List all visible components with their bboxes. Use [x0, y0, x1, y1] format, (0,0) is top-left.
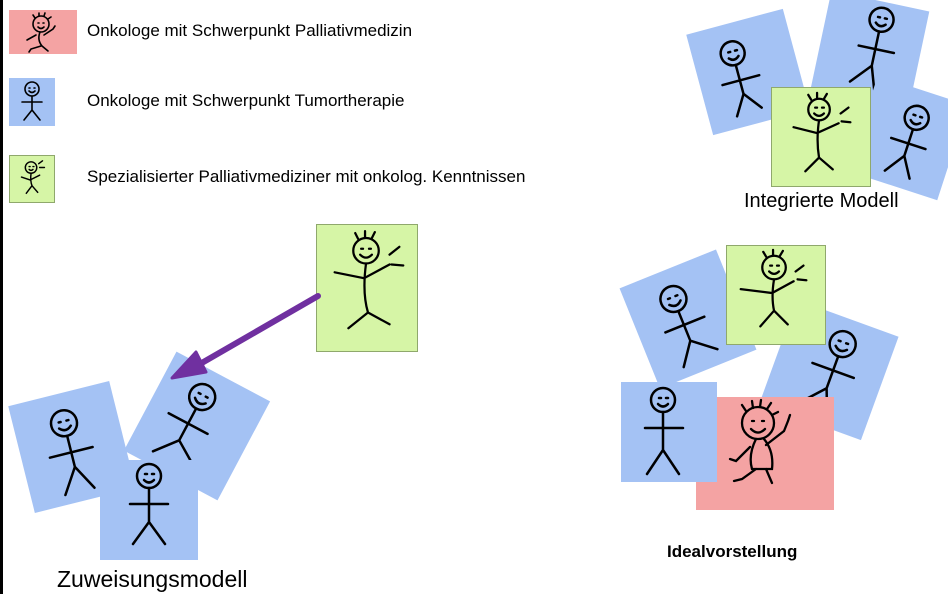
happy-figure-icon [333, 230, 405, 330]
ideal-model-label: Idealvorstellung [667, 542, 798, 561]
legend-green-card [9, 155, 55, 203]
stick-figure-icon [719, 40, 763, 118]
referral-blue-card-front [100, 460, 198, 560]
happy-figure-icon [739, 248, 808, 328]
stick-figure-icon [21, 81, 43, 121]
left-border-line [0, 0, 3, 594]
integrated-blue-card-right [846, 75, 948, 201]
integrated-model-label: Integrierte Modell [744, 190, 899, 212]
ideal-blue-card-topleft [619, 249, 757, 389]
ideal-blue-card-right [759, 299, 899, 441]
referral-blue-card-left [8, 381, 136, 513]
stick-figure-icon [659, 284, 719, 369]
stick-figure-icon [883, 104, 930, 180]
ideal-red-card [696, 397, 834, 510]
ideal-blue-card-front [621, 382, 717, 482]
referral-green-card [316, 224, 418, 352]
integrated-blue-card-top [810, 0, 930, 110]
legend-label-palliative-oncologist: Onkologe mit Schwerpunkt Palliativmedizi… [87, 21, 413, 40]
stick-figure-icon [799, 329, 857, 418]
legend-red-card [9, 10, 77, 54]
legend-blue-card [9, 78, 55, 126]
integrated-blue-card-left [686, 8, 810, 136]
stick-figure-icon [848, 6, 896, 94]
dancing-figure-icon [728, 398, 792, 485]
referral-blue-card-right [123, 351, 271, 501]
stick-figure-icon [48, 408, 96, 497]
stick-figure-icon [128, 462, 170, 546]
legend-label-tumor-oncologist: Onkologe mit Schwerpunkt Tumortherapie [87, 91, 405, 110]
legend-label-palliative-specialist: Spezialisierter Palliativmediziner mit o… [87, 167, 526, 186]
ideal-green-card [726, 245, 826, 345]
happy-figure-icon [792, 91, 852, 173]
dancing-figure-icon [26, 12, 56, 53]
happy-figure-icon [20, 160, 46, 195]
stick-figure-icon [151, 382, 217, 471]
integrated-green-card [771, 87, 871, 187]
referral-model-label: Zuweisungsmodell [57, 566, 248, 592]
stick-figure-icon [643, 386, 685, 476]
